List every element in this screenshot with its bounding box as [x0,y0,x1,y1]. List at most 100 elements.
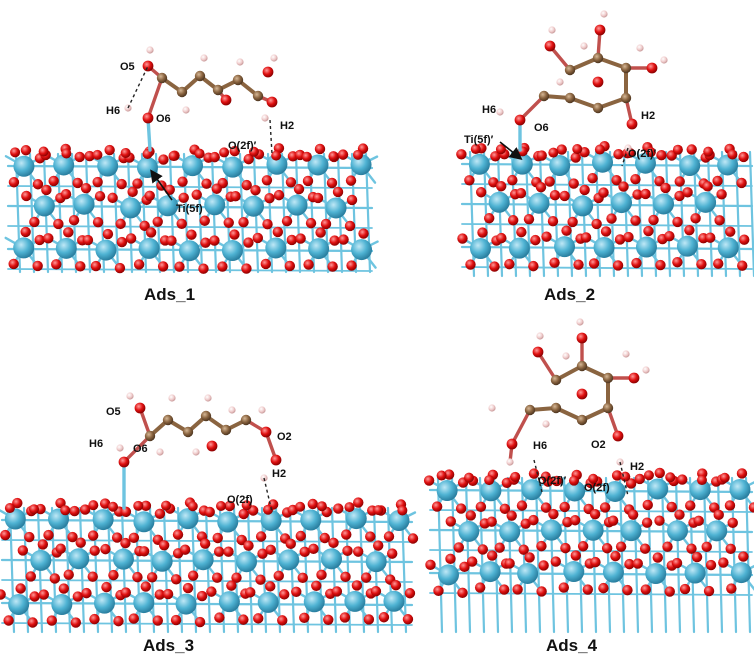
carbon-atom [576,414,588,426]
oxygen-atom [241,500,252,511]
atom-label-h2: H2 [280,120,294,132]
oxygen-atom [719,472,730,483]
oxygen-atom [338,234,349,245]
oxygen-atom [4,503,15,514]
titanium-atom [572,195,594,217]
oxygen-atom [407,533,419,544]
lattice-bond [618,476,626,634]
hydrogen-bonds [127,65,273,155]
titanium-atom [221,240,243,262]
titanium-atom [679,154,701,176]
oxygen-atom [166,235,177,246]
oxygen-atom [431,501,443,512]
titanium-atom [177,508,199,530]
titanium-atom [653,193,675,215]
oxygen-atom [158,540,170,551]
oxygen-atom [703,585,715,597]
oxygen-atom [496,232,507,244]
bond [536,350,558,382]
oxygen-atom [243,540,254,551]
oxygen-atom [263,504,274,515]
oxygen-atom [352,149,363,160]
oxygen-atom [463,472,474,483]
oxygen-atom [353,497,364,508]
oxygen-atom [620,471,631,482]
oxygen-atom [358,228,369,239]
panel-title: Ads_3 [143,636,194,655]
oxygen-atom [63,569,74,580]
oxygen-atom [43,233,54,244]
titanium-atom [365,551,387,573]
oxygen-atom [236,534,247,546]
tio2-slab [0,497,419,634]
titanium-atom [243,195,265,217]
titanium-atom [308,238,330,260]
carbon-atom [182,426,194,438]
oxygen-atom [672,144,683,155]
titanium-atom [706,520,728,542]
oxygen-atom [201,178,212,189]
titanium-atom [33,195,55,217]
oxygen-atom [567,216,578,228]
oxygen-atom [63,227,74,238]
atom-label-o2: O2 [591,439,606,451]
oxygen-atom [81,587,92,599]
oxygen-atom [568,475,579,486]
oxygen-atom [345,175,357,186]
oxygen-atom [626,118,638,130]
oxygen-atom [24,531,35,543]
titanium-atom [604,480,626,502]
oxygen-atom [128,613,139,624]
oxygen-atom [570,152,581,163]
oxygen-atom [161,500,172,511]
oxygen-atom [198,263,209,274]
oxygen-atom [152,615,163,626]
oxygen-atom [120,587,131,598]
carbon-atom [602,372,614,384]
tio2-slab [423,467,754,634]
oxygen-atom [260,258,272,270]
oxygen-atom [737,260,748,271]
panel-title: Ads_4 [546,636,598,655]
oxygen-atom [229,145,240,157]
titanium-atom [511,153,533,175]
oxygen-atom [92,176,103,188]
hydrogen-atom [236,58,244,66]
oxygen-atom [255,574,266,585]
oxygen-atom [600,226,612,237]
oxygen-atom [84,150,95,162]
oxygen-atom [465,259,476,270]
atom-label-ti: Ti(5f)′ [464,134,494,146]
oxygen-atom [32,260,43,272]
oxygen-atom [504,558,515,569]
oxygen-atom [87,571,98,582]
lattice-bond [429,592,753,596]
oxygen-atom [632,558,643,569]
atom-label-o5: O5 [120,61,135,73]
oxygen-atom [674,190,685,202]
hydrogen-atom [270,54,278,62]
oxygen-atom [82,234,94,246]
oxygen-atom [654,176,665,187]
oxygen-atom [223,546,234,557]
oxygen-atom [507,174,518,186]
oxygen-atom [686,144,697,155]
oxygen-atom [433,585,444,597]
oxygen-atom [455,503,467,514]
oxygen-atom [231,572,242,583]
oxygen-atom [260,426,272,438]
oxygen-atom [588,258,600,269]
oxygen-atom [170,574,182,585]
oxygen-atom [92,149,103,160]
oxygen-atom [599,502,611,513]
oxygen-atom [634,473,645,485]
titanium-atom [151,550,173,572]
oxygen-atom [643,470,654,481]
oxygen-atom [474,582,486,593]
titanium-atom [157,195,179,217]
lattice-bond [461,223,753,227]
oxygen-atom [685,500,696,511]
oxygen-atom [25,571,37,582]
hydrogen-atom [156,448,164,456]
oxygen-atom [672,256,683,268]
